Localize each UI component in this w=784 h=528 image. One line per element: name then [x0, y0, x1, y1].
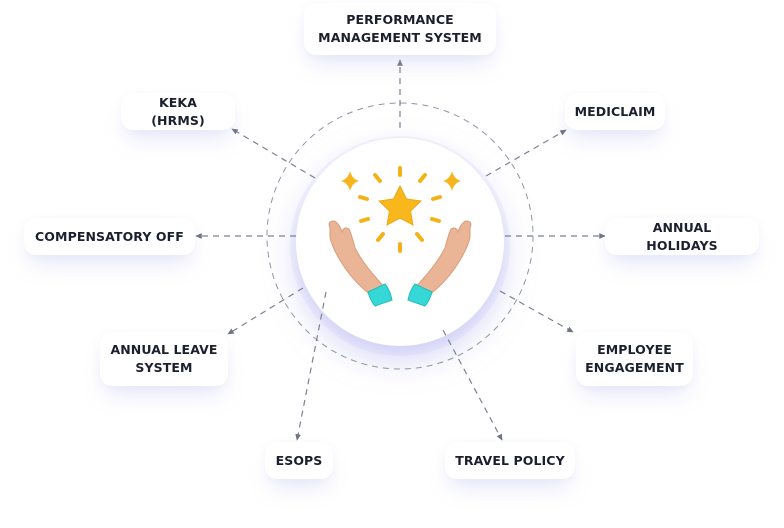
node-travel-policy: TRAVEL POLICY: [445, 442, 575, 479]
sparkle-icon: [341, 171, 359, 191]
hands-holding-star-icon: [328, 166, 472, 307]
sparkle-icon: [443, 171, 461, 191]
node-keka-hrms: KEKA (HRMS): [121, 93, 235, 130]
node-performance-management: PERFORMANCE MANAGEMENT SYSTEM: [304, 3, 496, 55]
connector-arrow-travel-policy: [442, 329, 503, 441]
node-employee-engagement: EMPLOYEE ENGAGEMENT: [576, 332, 693, 386]
node-esops: ESOPS: [265, 442, 333, 479]
sparkle-rays: [358, 166, 442, 253]
star-icon: [377, 184, 423, 226]
connector-arrow-keka: [231, 128, 316, 179]
right-hand-icon: [414, 220, 472, 297]
connector-arrow-annual-leave: [227, 287, 304, 335]
left-cuff-icon: [367, 283, 393, 307]
connector-arrow-employee-engagement: [499, 290, 574, 333]
node-compensatory-off: COMPENSATORY OFF: [24, 218, 195, 255]
connector-arrow-mediclaim: [485, 129, 567, 177]
dashed-orbit: [266, 102, 534, 370]
node-annual-leave-system: ANNUAL LEAVE SYSTEM: [100, 332, 228, 386]
right-cuff-icon: [407, 283, 433, 307]
connector-arrow-esops: [295, 291, 327, 441]
node-mediclaim: MEDICLAIM: [565, 93, 665, 130]
left-hand-icon: [328, 220, 386, 297]
node-annual-holidays: ANNUAL HOLIDAYS: [605, 218, 759, 255]
